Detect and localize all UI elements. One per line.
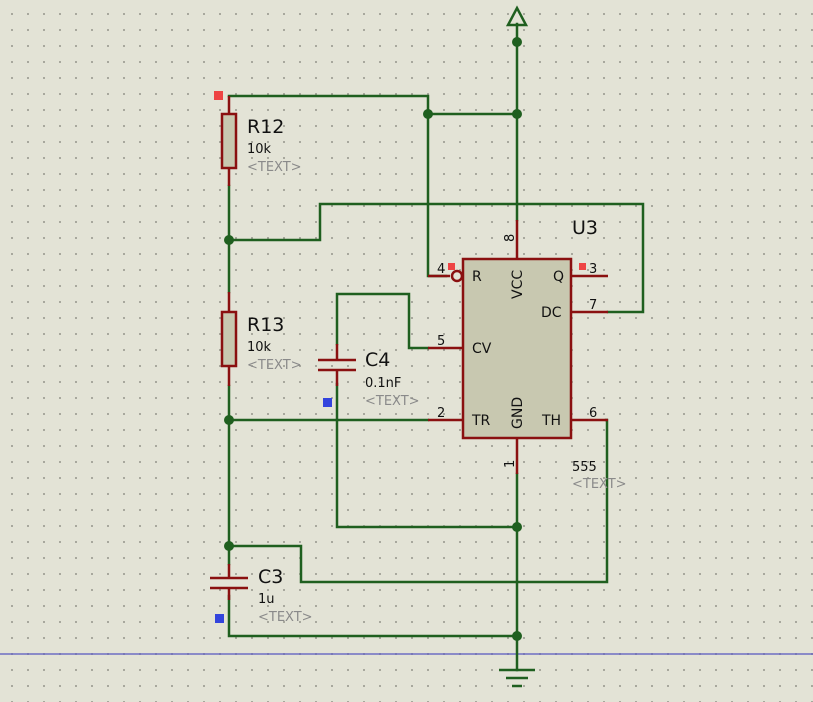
reset-inversion-bubble [450,269,464,283]
u3-text-label: <TEXT> [572,477,627,492]
resistor-r12-body [220,112,238,170]
wire-threshold[interactable] [227,418,609,584]
pin-number-3: 3 [589,262,597,277]
blue-pin-marker-icon [215,614,224,623]
pin-name-cv: CV [472,341,492,357]
junctions [224,37,522,641]
ic-u3-body [461,257,573,440]
junction-dot [512,109,522,119]
c3-ref-label: C3 [258,566,283,588]
junction-dot [512,522,522,532]
ic-u3-555-timer[interactable]: R Q DC CV TR TH VCC GND 4 5 2 3 7 6 8 1 … [428,217,627,492]
pin-number-5: 5 [437,334,445,349]
pin-number-8: 8 [503,234,518,242]
c3-text-label: <TEXT> [258,610,313,625]
pin-name-dc: DC [541,305,562,321]
resistor-r12[interactable]: R12 10k <TEXT> [214,91,302,186]
u3-ref-label: U3 [572,217,598,239]
wire-control-voltage[interactable] [335,292,430,350]
pin-number-7: 7 [589,298,597,313]
red-pin-marker-icon [214,91,223,100]
r12-ref-label: R12 [247,116,284,138]
capacitor-c4[interactable]: C4 0.1nF <TEXT> [318,344,420,409]
wire-c4-ground[interactable] [335,382,519,529]
r12-text-label: <TEXT> [247,160,302,175]
c4-text-label: <TEXT> [365,394,420,409]
u3-value-label: 555 [572,460,597,475]
c3-value-label: 1u [258,592,275,607]
pin-name-th: TH [541,413,561,429]
r12-value-label: 10k [247,142,272,157]
junction-dot [224,235,234,245]
c4-ref-label: C4 [365,349,390,371]
pin-name-q: Q [553,269,564,285]
r13-text-label: <TEXT> [247,358,302,373]
pin-number-6: 6 [589,406,597,421]
capacitor-c3[interactable]: C3 1u <TEXT> [210,564,313,625]
red-pin-marker-icon [579,263,586,270]
power-terminal-icon[interactable] [505,5,529,27]
wire-discharge[interactable] [227,202,645,314]
blue-pin-marker-icon [323,398,332,407]
junction-dot [512,37,522,47]
wire-c3-ground[interactable] [227,594,519,638]
r13-value-label: 10k [247,340,272,355]
junction-dot [224,415,234,425]
pin-name-gnd: GND [510,397,526,429]
r13-ref-label: R13 [247,314,284,336]
junction-dot [224,541,234,551]
pin-name-vcc: VCC [510,270,526,299]
red-pin-marker-icon [448,263,455,270]
resistor-r13[interactable]: R13 10k <TEXT> [220,292,302,386]
resistor-r13-body [220,310,238,368]
pin-number-2: 2 [437,406,445,421]
c4-value-label: 0.1nF [365,376,401,391]
ground-terminal-icon[interactable] [499,668,535,688]
pin-name-tr: TR [471,413,491,429]
pin-number-4: 4 [437,262,445,277]
junction-dot [512,631,522,641]
pin-name-r: R [472,269,482,285]
pin-number-1: 1 [503,460,518,468]
junction-dot [423,109,433,119]
